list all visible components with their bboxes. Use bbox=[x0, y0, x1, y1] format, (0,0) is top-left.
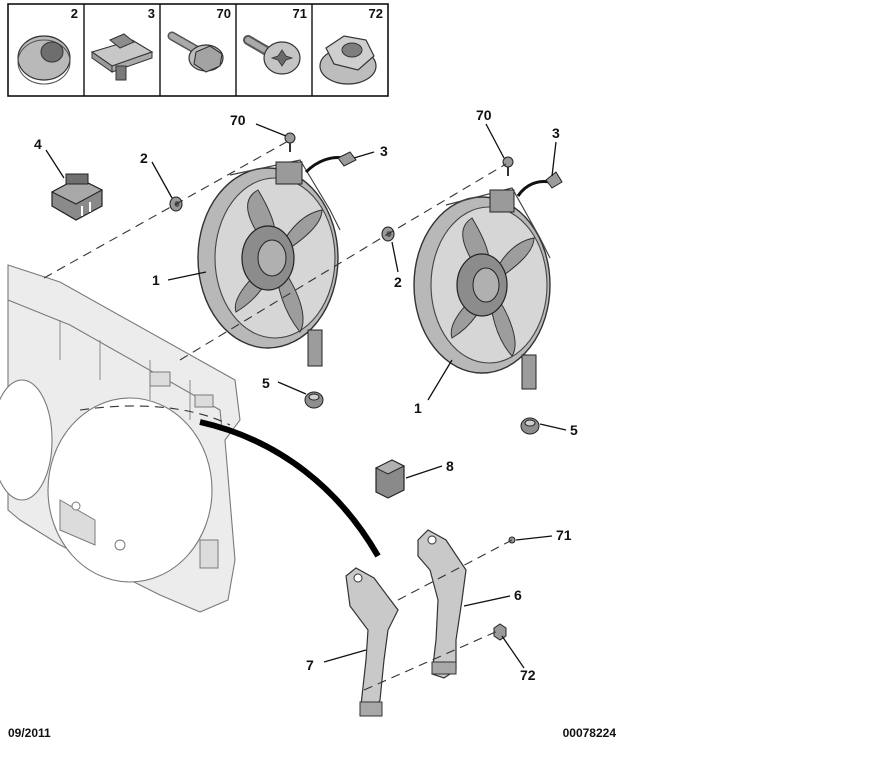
callout-labels: 4 2 70 3 1 2 5 70 3 1 5 8 71 6 7 72 bbox=[34, 107, 578, 683]
callout-71: 71 bbox=[556, 527, 572, 543]
leader-lines bbox=[45, 123, 567, 669]
assembly-lines bbox=[43, 139, 513, 691]
grommet-5-right bbox=[520, 417, 540, 435]
bolt-70-right bbox=[502, 156, 514, 176]
header-number-70: 70 bbox=[217, 6, 231, 21]
header-number-72: 72 bbox=[369, 6, 383, 21]
header-number-71: 71 bbox=[293, 6, 307, 21]
callout-70-right: 70 bbox=[476, 107, 492, 123]
bracket-location-arrow bbox=[199, 419, 381, 558]
connector-block bbox=[374, 459, 406, 499]
callout-5-left: 5 bbox=[262, 375, 270, 391]
nut-72 bbox=[493, 623, 507, 641]
callout-3-left: 3 bbox=[380, 143, 388, 159]
callout-70-left: 70 bbox=[230, 112, 246, 128]
callout-8: 8 bbox=[446, 458, 454, 474]
cooling-fan-left bbox=[197, 156, 345, 367]
clip-3-right bbox=[545, 171, 563, 189]
front-end-carrier-frame bbox=[0, 264, 241, 613]
callout-72: 72 bbox=[520, 667, 536, 683]
clip-nut-icon bbox=[90, 33, 154, 81]
clip-3-left bbox=[337, 151, 357, 167]
bolt-70-left bbox=[284, 132, 296, 152]
callout-1-right: 1 bbox=[414, 400, 422, 416]
bracket-6 bbox=[417, 529, 467, 679]
callout-7: 7 bbox=[306, 657, 314, 673]
callout-2-right: 2 bbox=[394, 274, 402, 290]
callout-3-right: 3 bbox=[552, 125, 560, 141]
fan-resistor-module bbox=[50, 173, 104, 221]
bracket-7 bbox=[345, 567, 399, 717]
flange-bolt-icon bbox=[167, 31, 224, 73]
header-number-2: 2 bbox=[71, 6, 78, 21]
footer-date: 09/2011 bbox=[8, 726, 51, 740]
grommet-5-left bbox=[304, 391, 324, 409]
torx-screw-icon bbox=[243, 35, 301, 75]
callout-1-left: 1 bbox=[152, 272, 160, 288]
header-number-3: 3 bbox=[148, 6, 155, 21]
hardware-header-strip: 2 3 70 71 72 bbox=[7, 3, 389, 97]
washer-icon bbox=[17, 35, 71, 85]
callout-5-right: 5 bbox=[570, 422, 578, 438]
footer-reference: 00078224 bbox=[563, 726, 617, 740]
callout-6: 6 bbox=[514, 587, 522, 603]
flange-nut-icon bbox=[319, 35, 377, 85]
callout-2-left: 2 bbox=[140, 150, 148, 166]
cooling-fan-right bbox=[413, 180, 551, 390]
callout-4: 4 bbox=[34, 136, 42, 152]
